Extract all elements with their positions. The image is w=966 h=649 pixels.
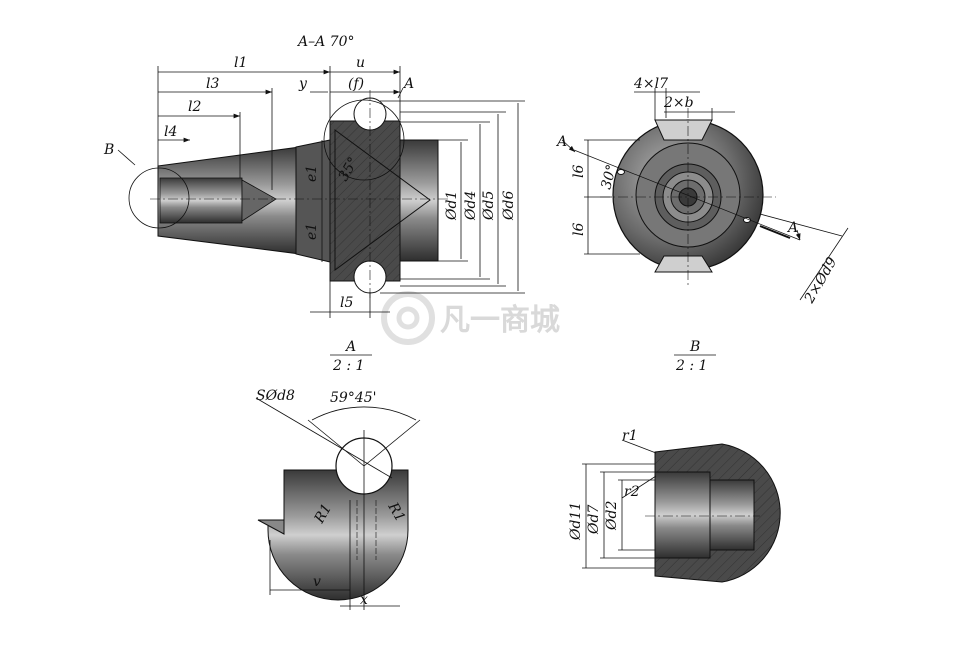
label-4xl7: 4×l7 bbox=[633, 76, 668, 92]
view-a-scale: 2 : 1 bbox=[332, 358, 364, 374]
label-d6: Ød6 bbox=[501, 191, 517, 221]
label-x: x bbox=[360, 592, 368, 608]
label-d2: Ød2 bbox=[604, 501, 620, 531]
label-angle-30: 30° bbox=[598, 163, 620, 191]
watermark-text: 凡一商城 bbox=[440, 303, 560, 338]
main-side-view bbox=[117, 66, 525, 318]
detail-b bbox=[582, 439, 781, 583]
view-b-scale: 2 : 1 bbox=[675, 358, 707, 374]
label-l5: l5 bbox=[340, 295, 353, 311]
view-b-letter: B bbox=[689, 339, 700, 355]
label-v: v bbox=[313, 574, 321, 590]
watermark: 凡一商城 bbox=[381, 291, 560, 345]
label-d11: Ød11 bbox=[568, 502, 584, 541]
label-u: u bbox=[356, 55, 365, 71]
label-l1: l1 bbox=[234, 55, 247, 71]
label-2xd9: 2×Ød9 bbox=[801, 255, 840, 307]
label-a-right: A bbox=[786, 220, 798, 236]
label-f: (f) bbox=[348, 76, 364, 92]
view-a-letter: A bbox=[344, 339, 356, 355]
label-d5: Ød5 bbox=[481, 191, 497, 221]
label-l6-top: l6 bbox=[571, 165, 587, 178]
label-b: B bbox=[103, 142, 114, 158]
detail-a bbox=[255, 397, 421, 610]
label-a-top: A bbox=[402, 76, 414, 92]
end-view bbox=[561, 88, 849, 301]
label-y: y bbox=[298, 76, 308, 92]
label-d7: Ød7 bbox=[586, 505, 602, 535]
label-l2: l2 bbox=[188, 99, 201, 115]
label-e1-bottom: e1 bbox=[304, 223, 320, 240]
label-l3: l3 bbox=[206, 76, 219, 92]
label-sd8: SØd8 bbox=[256, 388, 295, 404]
label-r2: r2 bbox=[624, 484, 640, 500]
label-l4: l4 bbox=[164, 124, 177, 140]
section-title: A–A 70° bbox=[296, 34, 355, 50]
label-angle-5945: 59°45' bbox=[330, 390, 376, 406]
label-e1-top: e1 bbox=[304, 165, 320, 182]
label-a-left: A bbox=[555, 134, 567, 150]
label-d4: Ød4 bbox=[463, 191, 479, 221]
label-r1-detail: r1 bbox=[622, 428, 638, 444]
label-2xb: 2×b bbox=[663, 95, 694, 111]
label-d1: Ød1 bbox=[444, 191, 460, 221]
label-l6-bottom: l6 bbox=[571, 223, 587, 236]
